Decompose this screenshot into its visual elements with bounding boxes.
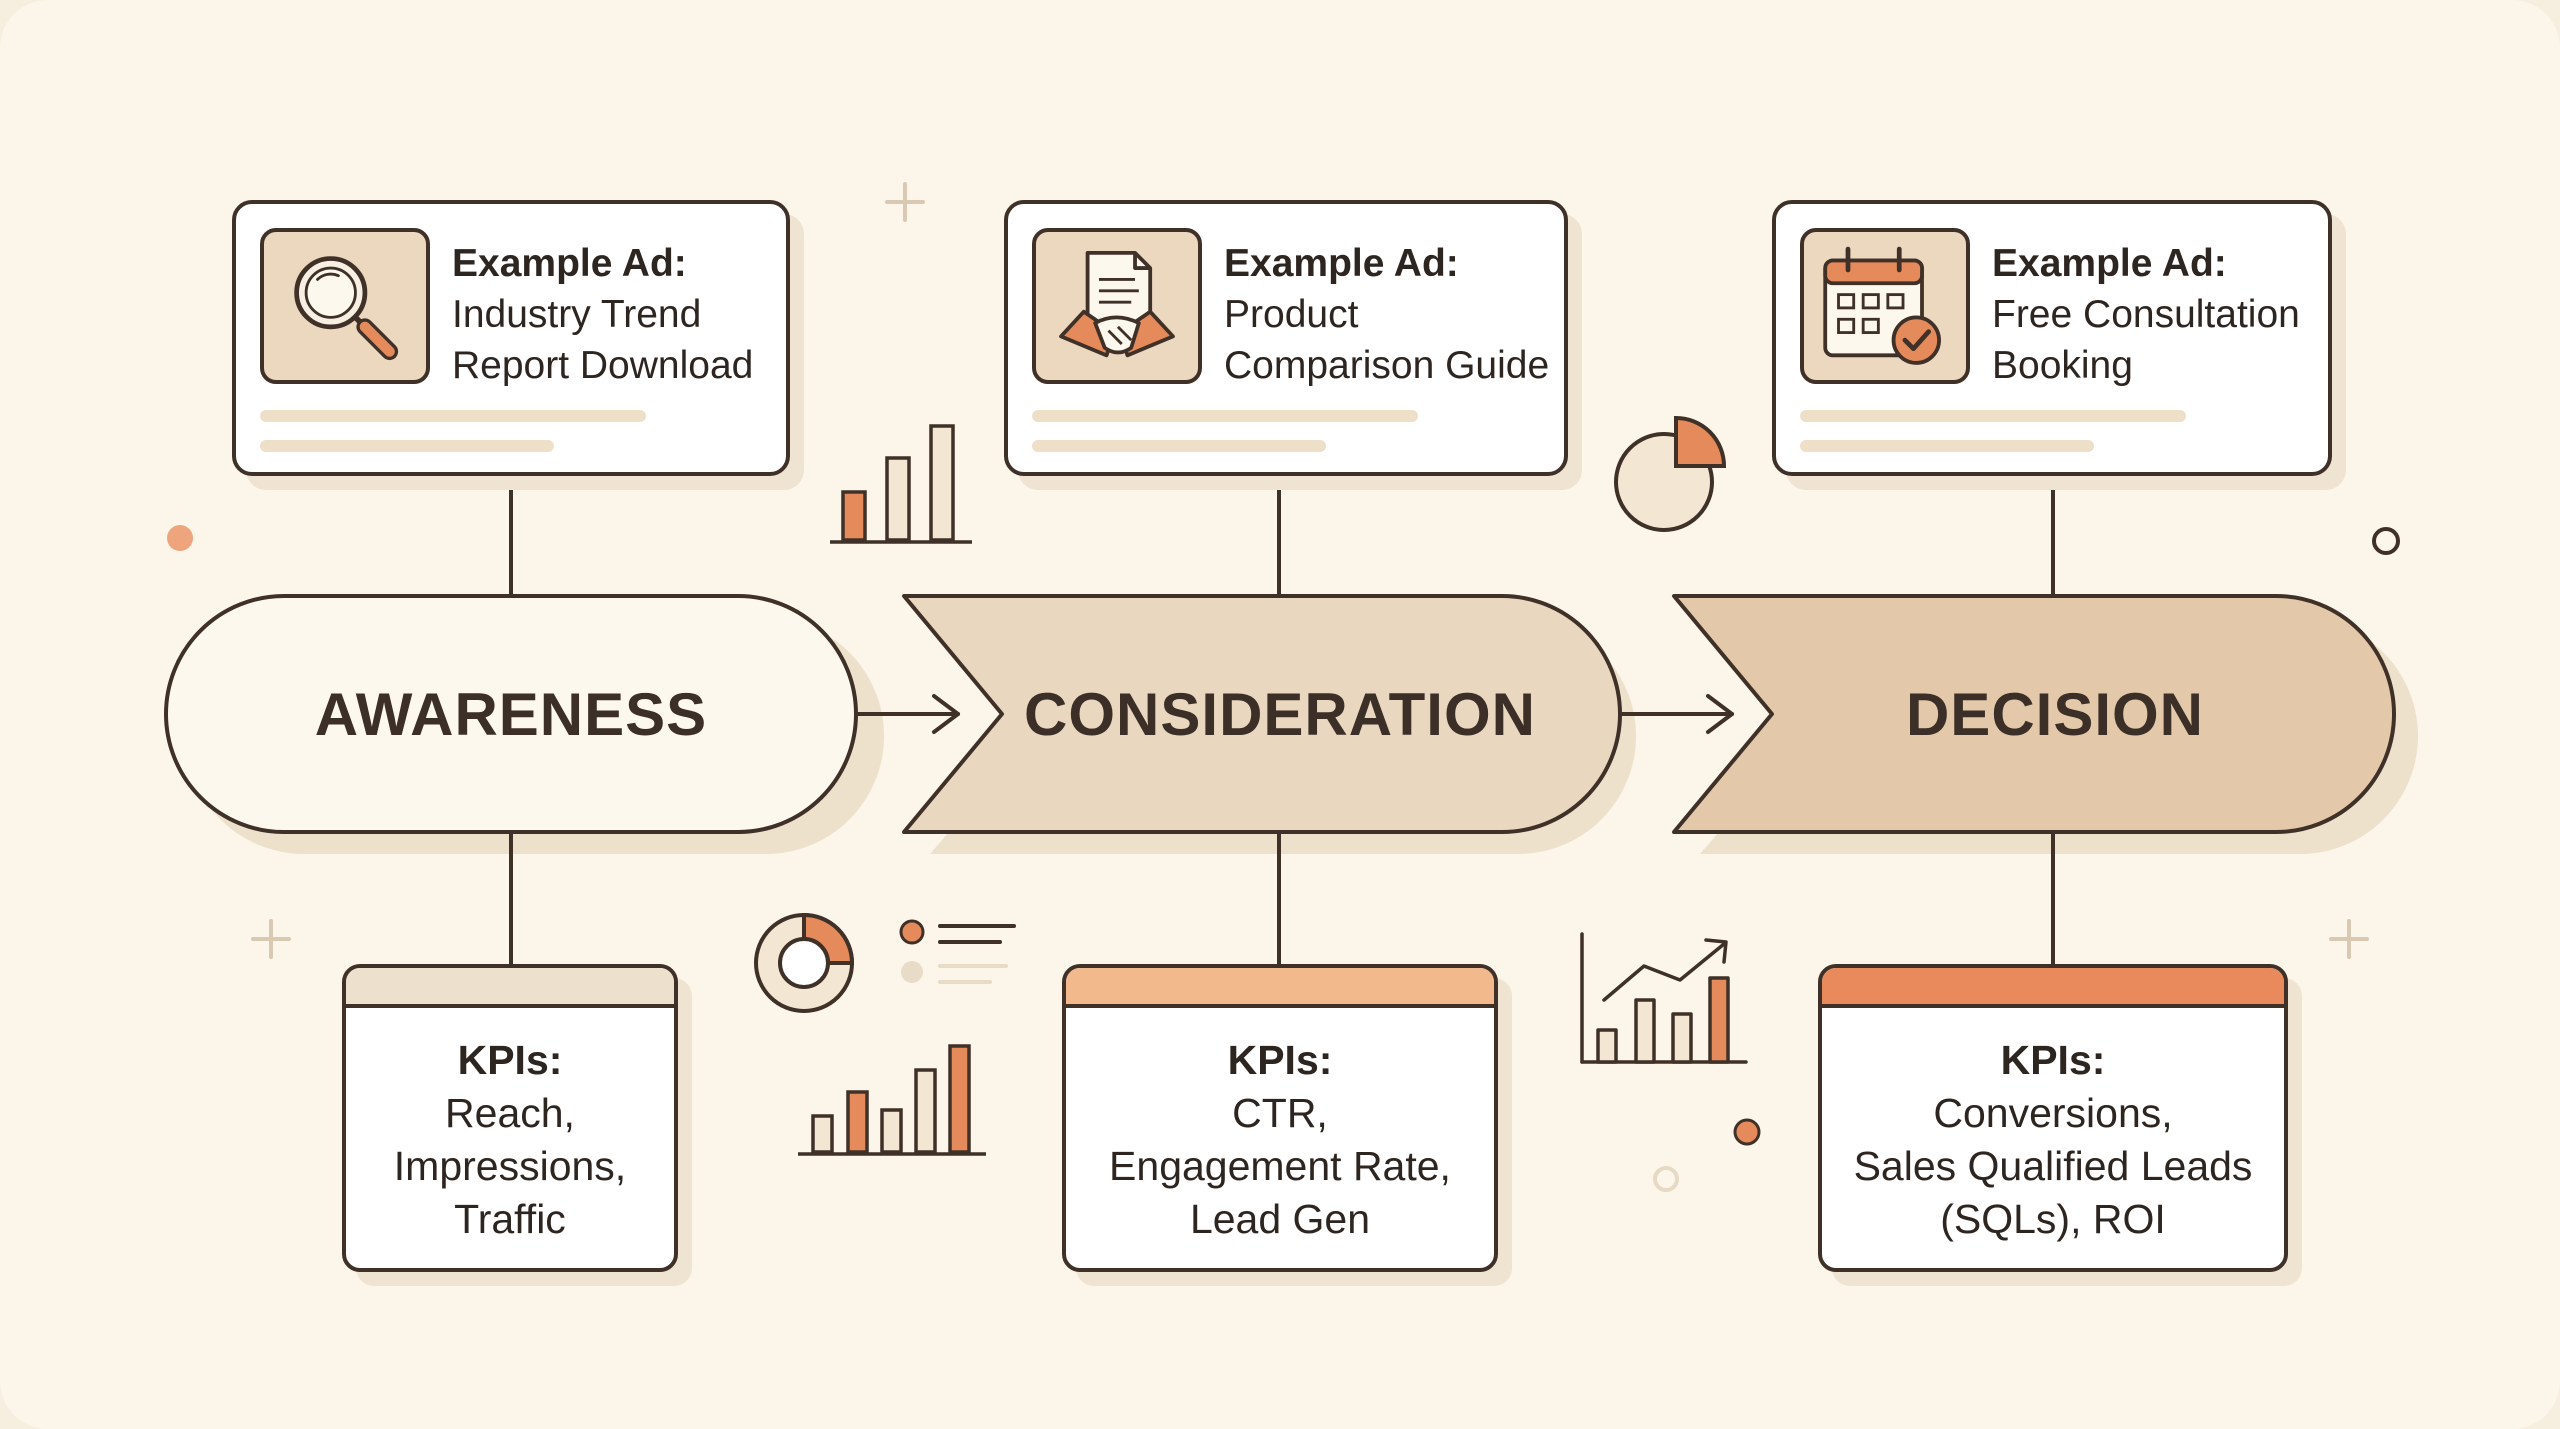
kpi-heading: KPIs: — [2000, 1037, 2106, 1083]
kpi-header-strip — [1822, 968, 2284, 1008]
stage-awareness-shape — [164, 594, 858, 834]
bar-chart-icon — [830, 424, 972, 544]
kpi-line: Conversions, — [1933, 1090, 2173, 1136]
plus-icon — [251, 182, 2369, 959]
kpi-heading: KPIs: — [457, 1037, 563, 1083]
magnifier-icon — [260, 228, 430, 384]
stage-decision-shape — [1672, 594, 2396, 834]
kpi-card-decision: KPIs: Conversions, Sales Qualified Leads… — [1818, 964, 2288, 1272]
placeholder-bar — [1032, 410, 1418, 422]
ad-heading: Example Ad: — [1992, 242, 2227, 285]
stage-label-consideration: CONSIDERATION — [1024, 681, 1536, 748]
legend-list-icon — [899, 919, 1016, 984]
circle-dot-icon — [167, 525, 2400, 1192]
kpi-line: Lead Gen — [1189, 1196, 1371, 1242]
kpi-text-decision: KPIs: Conversions, Sales Qualified Leads… — [1822, 1034, 2284, 1246]
placeholder-bar — [1032, 440, 1326, 452]
kpi-card-consideration: KPIs: CTR, Engagement Rate, Lead Gen — [1062, 964, 1498, 1272]
kpi-text-awareness: KPIs: Reach, Impressions, Traffic — [346, 1034, 674, 1246]
ad-card-consideration: Example Ad: Product Comparison Guide — [1004, 200, 1568, 476]
kpi-line: (SQLs), ROI — [1940, 1196, 2166, 1242]
connector-lines — [509, 474, 2055, 966]
ad-card-awareness: Example Ad: Industry Trend Report Downlo… — [232, 200, 790, 476]
placeholder-bar — [1800, 410, 2186, 422]
arrow-2-head — [1706, 694, 1734, 734]
kpi-line: Traffic — [454, 1196, 566, 1242]
ad-line: Report Download — [452, 344, 754, 387]
ad-line: Booking — [1992, 344, 2133, 387]
kpi-heading: KPIs: — [1227, 1037, 1333, 1083]
kpi-header-strip — [1066, 968, 1494, 1008]
pie-chart-icon — [1614, 415, 1727, 532]
ad-text-decision: Example Ad: Free Consultation Booking — [1992, 238, 2316, 391]
placeholder-bar — [260, 440, 554, 452]
stage-label-awareness: AWARENESS — [314, 681, 708, 748]
kpi-text-consideration: KPIs: CTR, Engagement Rate, Lead Gen — [1066, 1034, 1494, 1246]
ad-line: Comparison Guide — [1224, 344, 1550, 387]
bar-chart-icon — [798, 1044, 986, 1156]
donut-chart-icon — [754, 912, 855, 1013]
arrow-1-head — [932, 694, 960, 734]
ad-line: Industry Trend — [452, 293, 702, 336]
ad-text-consideration: Example Ad: Product Comparison Guide — [1224, 238, 1552, 391]
stage-label-decision: DECISION — [1905, 681, 2205, 748]
calendar-check-icon — [1800, 228, 1970, 384]
kpi-line: CTR, — [1232, 1090, 1328, 1136]
ad-heading: Example Ad: — [452, 242, 687, 285]
trend-chart-icon — [1580, 932, 1748, 1064]
placeholder-bar — [260, 410, 646, 422]
placeholder-bar — [1800, 440, 2094, 452]
kpi-line: Impressions, — [393, 1143, 627, 1189]
ad-line: Free Consultation — [1992, 293, 2300, 336]
kpi-line: Engagement Rate, — [1109, 1143, 1451, 1189]
kpi-card-awareness: KPIs: Reach, Impressions, Traffic — [342, 964, 678, 1272]
kpi-line: Reach, — [445, 1090, 575, 1136]
kpi-header-strip — [346, 968, 674, 1008]
handshake-document-icon — [1032, 228, 1202, 384]
ad-line: Product — [1224, 293, 1359, 336]
kpi-line: Sales Qualified Leads — [1853, 1143, 2253, 1189]
ad-card-decision: Example Ad: Free Consultation Booking — [1772, 200, 2332, 476]
ad-heading: Example Ad: — [1224, 242, 1459, 285]
stage-consideration-shape — [902, 594, 1622, 834]
ad-text-awareness: Example Ad: Industry Trend Report Downlo… — [452, 238, 774, 391]
